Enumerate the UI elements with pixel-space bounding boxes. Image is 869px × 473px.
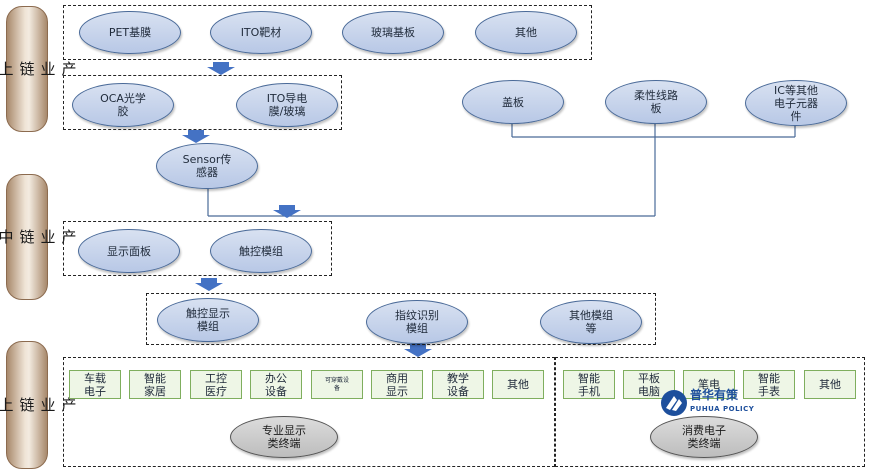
terminal-smartphone: 智能 手机 bbox=[563, 370, 615, 399]
node-raw-other: 其他 bbox=[475, 11, 577, 54]
logo-english: PUHUA POLICY bbox=[690, 405, 755, 413]
arrow-down-4 bbox=[195, 278, 223, 291]
stage-label-upstream-bottom: 产 业 链 上 游 bbox=[0, 341, 78, 469]
category-pro-display: 专业显示 类终端 bbox=[230, 416, 338, 458]
node-fingerprint-module: 指纹识别 模组 bbox=[366, 300, 468, 344]
node-oca: OCA光学 胶 bbox=[72, 83, 174, 127]
pro-display-box bbox=[63, 357, 555, 467]
consumer-box bbox=[555, 357, 865, 467]
stage-label-midstream: 产 业 链 中 游 bbox=[0, 174, 78, 300]
node-ic: IC等其他 电子元器 件 bbox=[745, 80, 847, 126]
arrow-down-2 bbox=[182, 130, 210, 143]
terminal-laptop: 笔电 bbox=[683, 370, 735, 399]
midstream-box bbox=[63, 221, 332, 276]
arrow-down-1 bbox=[207, 62, 235, 75]
modules-box bbox=[146, 293, 656, 345]
node-touch-module: 触控模组 bbox=[210, 229, 312, 273]
raw-materials-box bbox=[63, 5, 592, 60]
node-other-modules: 其他模组 等 bbox=[540, 300, 642, 344]
terminal-smartwatch: 智能 手表 bbox=[743, 370, 795, 399]
node-pet-film: PET基膜 bbox=[79, 11, 181, 54]
terminal-commercial-display: 商用 显示 bbox=[371, 370, 423, 399]
arrow-down-5 bbox=[404, 344, 432, 357]
category-consumer-electronics: 消费电子 类终端 bbox=[650, 416, 758, 458]
component-lines bbox=[207, 121, 796, 217]
terminal-wearable: 可穿戴设 备 bbox=[311, 370, 363, 399]
node-display-panel: 显示面板 bbox=[78, 229, 180, 273]
logo-mark-icon bbox=[661, 390, 687, 416]
terminal-industrial-medical: 工控 医疗 bbox=[190, 370, 242, 399]
arrow-down-3 bbox=[273, 205, 301, 218]
node-ito-target: ITO靶材 bbox=[210, 11, 312, 54]
puhua-logo: 普华有策 PUHUA POLICY bbox=[660, 386, 770, 422]
terminal-pro-other: 其他 bbox=[492, 370, 544, 399]
terminal-consumer-other: 其他 bbox=[804, 370, 856, 399]
terminal-vehicle: 车载 电子 bbox=[69, 370, 121, 399]
films-box bbox=[63, 75, 342, 130]
flow-arrows bbox=[182, 62, 432, 357]
stage-label-upstream: 产 业 链 上 游 bbox=[0, 6, 78, 132]
node-fpc: 柔性线路 板 bbox=[605, 80, 707, 124]
terminal-smart-home: 智能 家居 bbox=[129, 370, 181, 399]
node-cover-plate: 盖板 bbox=[462, 80, 564, 124]
logo-name: 普华有策 bbox=[690, 388, 739, 402]
node-glass-substrate: 玻璃基板 bbox=[342, 11, 444, 54]
node-touch-display-module: 触控显示 模组 bbox=[157, 298, 259, 342]
node-ito-film: ITO导电 膜/玻璃 bbox=[236, 83, 338, 127]
terminal-office: 办公 设备 bbox=[250, 370, 302, 399]
terminal-teaching: 教学 设备 bbox=[432, 370, 484, 399]
node-sensor: Sensor传 感器 bbox=[156, 143, 258, 189]
